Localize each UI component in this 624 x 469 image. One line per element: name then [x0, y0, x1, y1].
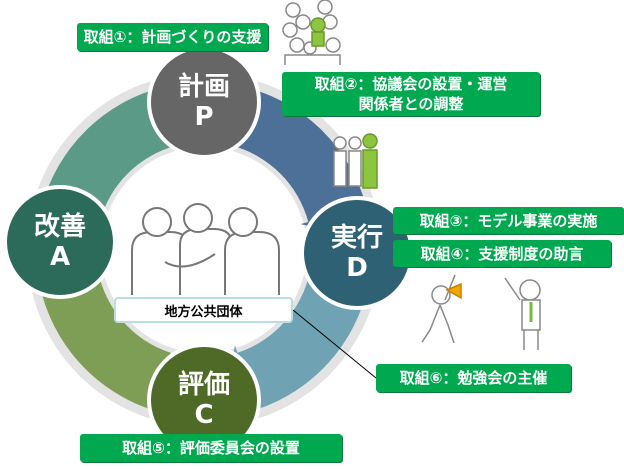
center-label: 地方公共団体	[114, 297, 293, 323]
do-letter: D	[346, 253, 368, 283]
initiative-3: 取組③：モデル事業の実施	[393, 207, 624, 234]
initiative-2: 取組②：協議会の設置・運営 関係者との調整	[282, 72, 540, 116]
megaphone-person-icon	[421, 274, 462, 344]
do-label: 実行	[330, 223, 383, 253]
initiative-2-line1: 取組②：協議会の設置・運営	[314, 75, 508, 93]
initiative-4: 取組④：支援制度の助言	[393, 240, 611, 267]
check-label: 評価	[177, 370, 230, 400]
initiative-2-line2: 関係者との調整	[358, 95, 464, 113]
act-label: 改善	[33, 212, 86, 242]
plan-to-do-arrow	[231, 87, 375, 234]
initiative-6: 取組⑥：勉強会の主催	[376, 364, 571, 392]
crowd-icon	[282, 0, 341, 65]
initiative-1: 取組①：計画づくりの支援	[77, 23, 268, 51]
act-circle: 改善 A	[3, 185, 117, 299]
do-to-check-arrow	[227, 272, 369, 418]
plan-circle: 計画 P	[147, 45, 261, 159]
check-letter: C	[194, 400, 214, 430]
connector-line	[292, 309, 377, 379]
handshake-people-icon	[333, 133, 378, 189]
act-letter: A	[49, 242, 71, 272]
plan-label: 計画	[177, 72, 230, 102]
people-group-icon	[131, 203, 280, 295]
teacher-pointer-icon	[504, 277, 541, 350]
initiative-5: 取組⑤：評価委員会の設置	[80, 434, 342, 462]
plan-letter: P	[194, 102, 214, 132]
